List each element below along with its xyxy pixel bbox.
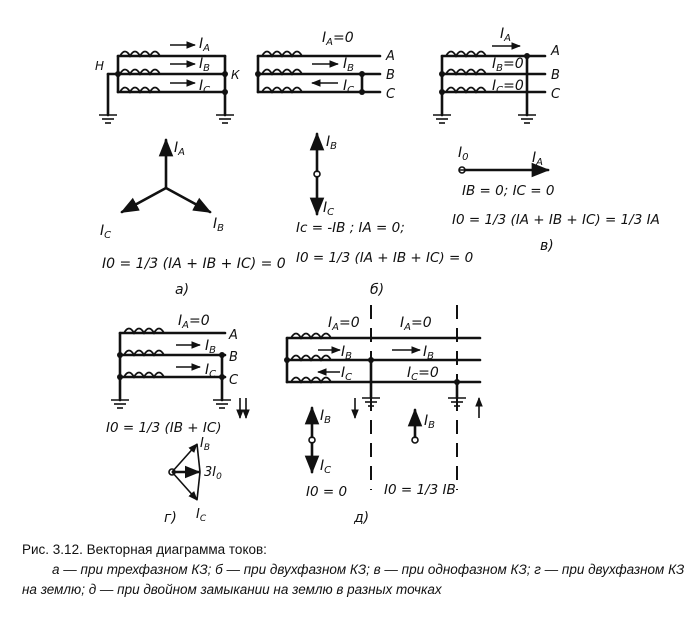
vector-d: IB IC I0 = 0 IB I0 = 1/3 IB д)	[304, 406, 456, 526]
vector-diagram: IA IB IC Н К IA IC IB I0 = 1/3 (IA + IB …	[95, 26, 660, 526]
formula-a: I0 = 1/3 (IA + IB + IC) = 0	[102, 256, 286, 272]
svg-text:IC: IC	[100, 223, 111, 241]
label-K: К	[231, 68, 240, 82]
subfig-v: в)	[540, 238, 554, 254]
figure-caption: Рис. 3.12. Векторная диаграмма токов: а …	[22, 540, 690, 600]
svg-text:3I0: 3I0	[204, 465, 222, 482]
formula-v2: I0 = 1/3 (IA + IB + IC) = 1/3 IA	[452, 212, 660, 228]
svg-text:IA=0: IA=0	[178, 313, 210, 331]
svg-text:IB: IB	[326, 134, 337, 152]
svg-text:IC=0: IC=0	[492, 78, 524, 96]
svg-text:IB: IB	[423, 344, 434, 362]
svg-text:IC: IC	[196, 507, 207, 524]
formula-v1: IB = 0; IC = 0	[462, 183, 554, 199]
formula-b2: I0 = 1/3 (IA + IB + IC) = 0	[296, 250, 473, 266]
circuit-d: IA=0 IA=0 IB IC IB IC=0	[284, 305, 483, 490]
svg-text:B: B	[386, 68, 395, 83]
circuit-g: IA=0 IB IC A B C I0 = 1/3 (IB + IC)	[106, 313, 250, 436]
svg-text:IB=0: IB=0	[492, 56, 524, 74]
subfig-a: а)	[175, 282, 189, 298]
vector-a: IA IC IB I0 = 1/3 (IA + IB + IC) = 0 а)	[100, 138, 286, 298]
svg-text:IB: IB	[320, 408, 331, 426]
svg-text:C: C	[386, 87, 396, 102]
label-N: Н	[95, 59, 104, 73]
circuit-v: IA IB=0 IC=0 A B C	[433, 26, 561, 124]
formula-g: I0 = 1/3 (IB + IC)	[106, 420, 222, 436]
svg-text:A: A	[228, 328, 238, 343]
svg-text:IA=0: IA=0	[400, 315, 432, 333]
svg-text:A: A	[550, 44, 560, 59]
svg-text:IC: IC	[323, 200, 334, 218]
svg-text:IC: IC	[320, 458, 331, 476]
subfig-g: г)	[164, 510, 177, 526]
svg-text:IB: IB	[213, 216, 224, 234]
label-IA-a: IA	[199, 36, 210, 54]
svg-text:A: A	[385, 49, 395, 64]
svg-text:I0: I0	[458, 145, 469, 163]
formula-b1: Ic = -IB ; IA = 0;	[296, 220, 405, 236]
svg-text:C: C	[229, 373, 239, 388]
caption-title: Рис. 3.12. Векторная диаграмма токов:	[22, 542, 267, 557]
svg-text:IC=0: IC=0	[407, 365, 439, 383]
svg-text:B: B	[229, 350, 238, 365]
svg-text:IB: IB	[200, 436, 210, 453]
vector-v: I0 IA IB = 0; IC = 0 I0 = 1/3 (IA + IB +…	[452, 145, 660, 254]
svg-text:C: C	[551, 87, 561, 102]
svg-text:IB: IB	[343, 56, 354, 74]
circuit-a: IA IB IC Н К	[95, 36, 240, 124]
svg-text:IB: IB	[341, 344, 352, 362]
svg-text:IC: IC	[205, 362, 216, 380]
svg-text:IA=0: IA=0	[328, 315, 360, 333]
svg-text:IA: IA	[500, 26, 511, 44]
svg-text:IA: IA	[532, 150, 543, 168]
label-IC-a: IC	[199, 78, 210, 96]
caption-body: а — при трехфазном КЗ; б — при двухфазно…	[22, 562, 685, 597]
svg-text:IA: IA	[174, 140, 185, 158]
vector-g: IB 3I0 IC г)	[164, 436, 222, 526]
svg-text:IA=0: IA=0	[322, 30, 354, 48]
formula-d2: I0 = 1/3 IB	[384, 482, 456, 498]
label-IB-a: IB	[199, 56, 210, 74]
svg-text:IC: IC	[341, 365, 352, 383]
subfig-b: б)	[370, 282, 384, 298]
formula-d1: I0 = 0	[306, 484, 347, 500]
svg-text:IB: IB	[424, 413, 435, 431]
svg-text:IB: IB	[205, 338, 216, 356]
svg-text:B: B	[551, 68, 560, 83]
subfig-d: д)	[353, 510, 369, 526]
circuit-b: IA=0 IB IC A B C	[255, 30, 396, 102]
svg-text:IC: IC	[343, 78, 354, 96]
vector-b: IB IC Ic = -IB ; IA = 0; I0 = 1/3 (IA + …	[296, 132, 473, 298]
